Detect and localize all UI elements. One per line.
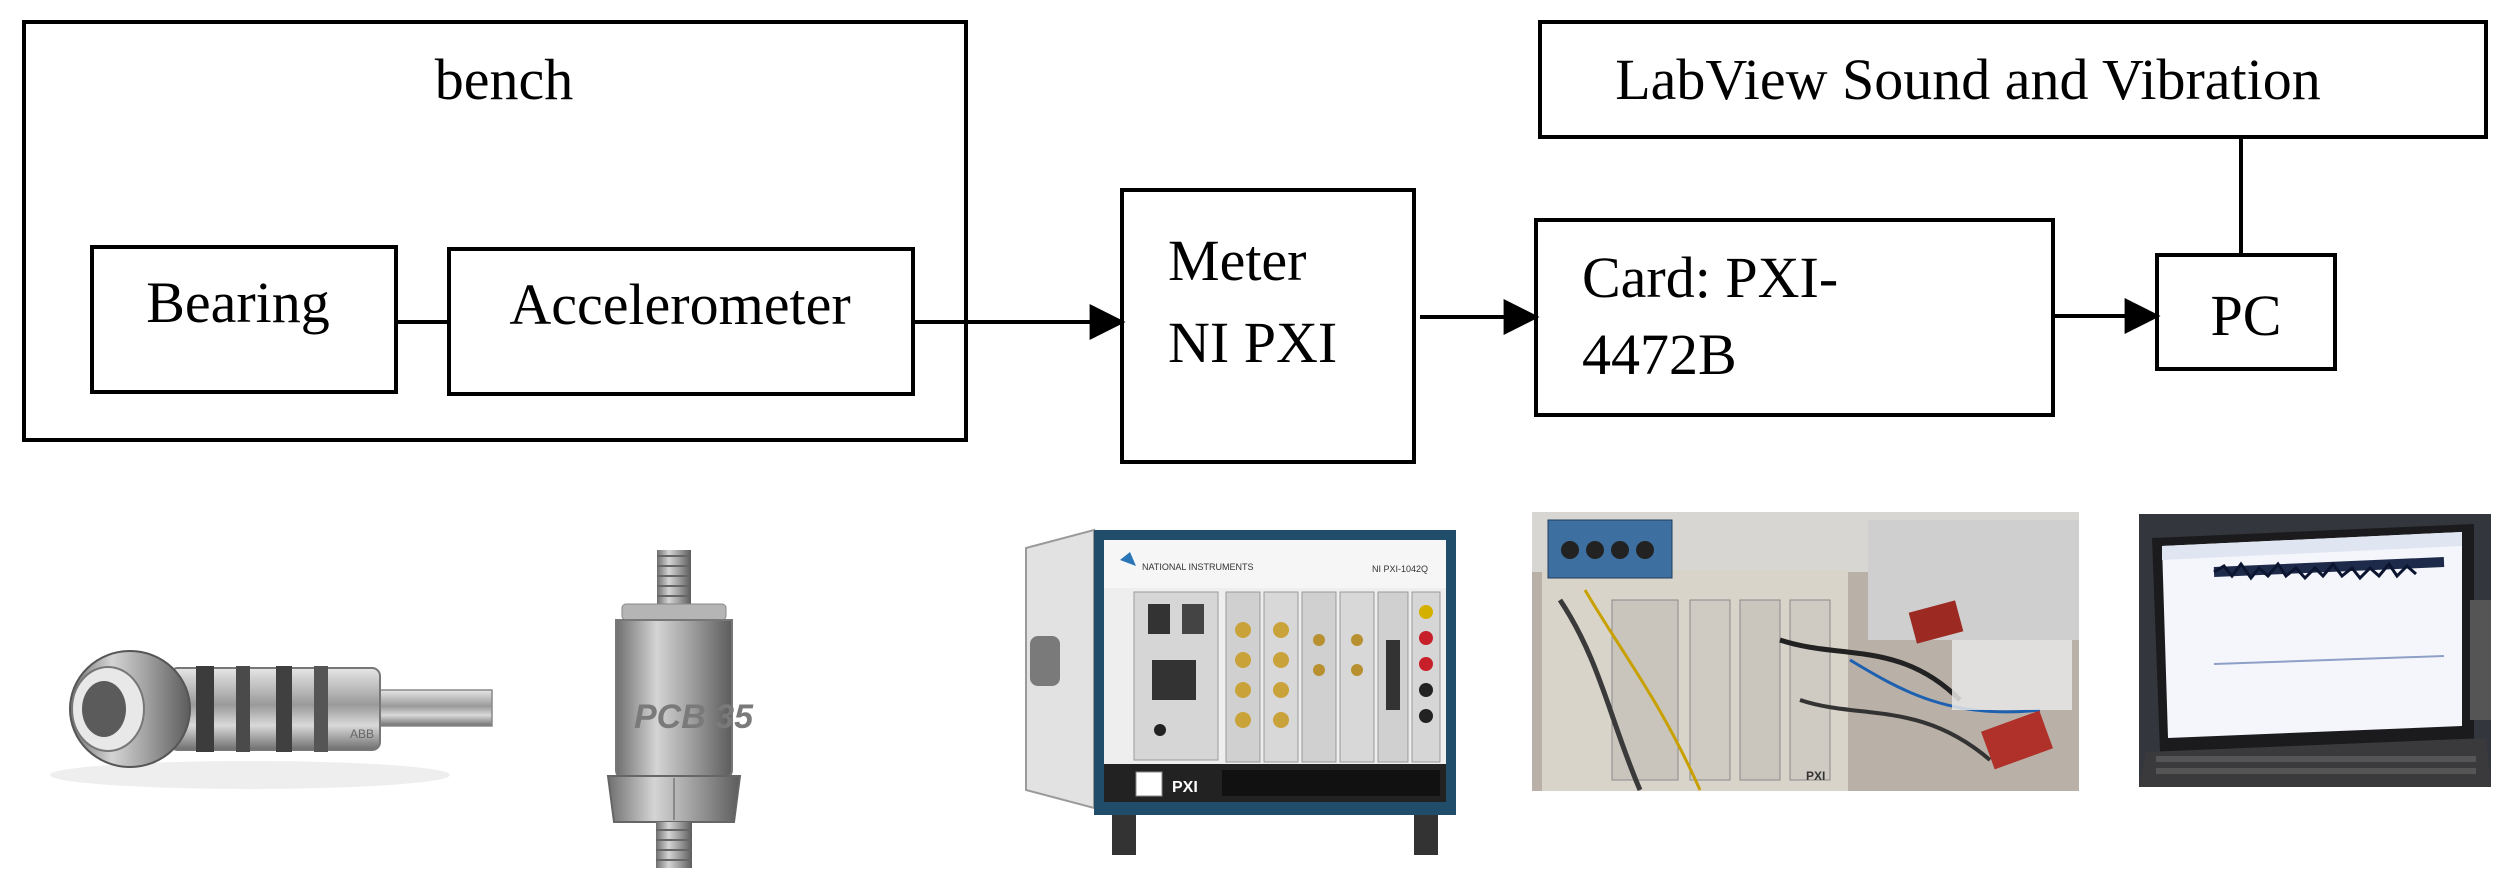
chassis-brand-text: NATIONAL INSTRUMENTS: [1142, 562, 1254, 572]
pxi-chassis-photo: NATIONAL INSTRUMENTS NI PXI-1042Q PXI: [1025, 528, 1456, 855]
bench-setup-photo: PXI: [1532, 512, 2079, 791]
software-box: [1538, 20, 2488, 139]
bench-box: [22, 20, 968, 442]
bearing-label: Bearing: [146, 270, 330, 335]
bench-chassis-label: PXI: [1806, 769, 1825, 783]
bench-label: bench: [435, 47, 574, 112]
bearing-photo-marking: ABB: [350, 727, 374, 741]
meter-box: [1120, 188, 1416, 464]
laptop-photo: [2139, 514, 2491, 787]
bearing-photo: ABB: [50, 650, 493, 789]
accelerometer-photo: PCB 35: [606, 550, 754, 868]
card-label-line2: 4472B: [1582, 322, 1737, 387]
accelerometer-label: Accelerometer: [509, 272, 850, 337]
card-label-line1: Card: PXI-: [1582, 245, 1838, 310]
accelerometer-photo-marking: PCB 35: [634, 698, 754, 736]
chassis-model-text: NI PXI-1042Q: [1372, 564, 1428, 574]
chassis-pxi-label: PXI: [1172, 779, 1198, 796]
bearing-box: [90, 245, 398, 394]
pc-box: [2155, 253, 2337, 371]
software-label: LabView Sound and Vibration: [1615, 47, 2321, 112]
meter-label-line1: Meter: [1168, 228, 1307, 293]
pc-label: PC: [2211, 283, 2282, 348]
meter-label-line2: NI PXI: [1168, 310, 1337, 375]
